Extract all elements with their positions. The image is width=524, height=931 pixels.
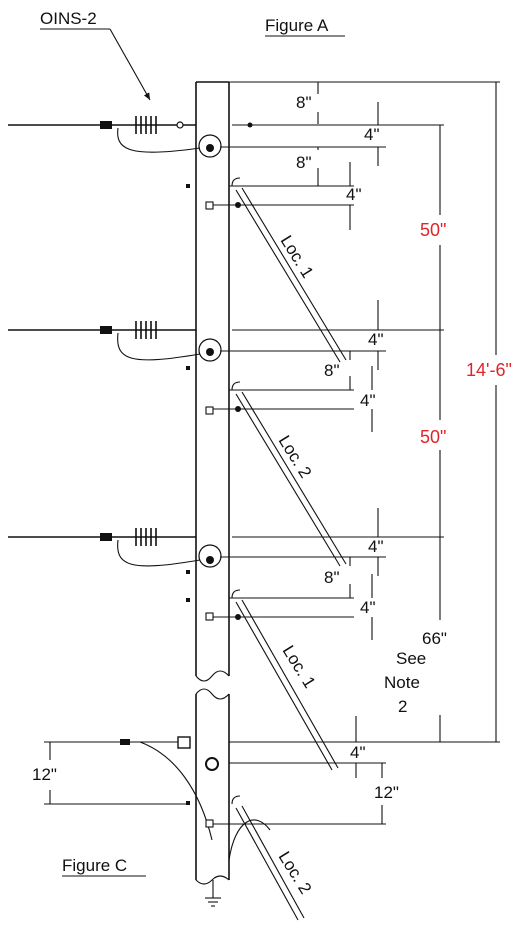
- svg-text:50": 50": [420, 427, 446, 447]
- dimension-4-top: 4": [364, 102, 380, 166]
- dimension-4-mid2: 4": [368, 508, 384, 576]
- conductor-assembly-1: [8, 116, 444, 210]
- clamp-circle-icon: [198, 544, 222, 568]
- clamp-circle-icon: [198, 338, 222, 362]
- svg-text:8": 8": [324, 568, 340, 587]
- svg-text:12": 12": [32, 765, 57, 784]
- dimension-8-mid2: 8": [324, 557, 351, 598]
- ground-symbol-icon: [205, 880, 221, 907]
- svg-text:2: 2: [398, 697, 407, 716]
- svg-text:66": 66": [422, 629, 447, 648]
- suspension-insulator-icon: [135, 528, 157, 546]
- dimension-50-lower: 50": [420, 330, 446, 537]
- dimension-4-mid1: 4": [368, 300, 384, 370]
- dimension-8-mid1: 8": [324, 351, 351, 390]
- svg-text:Note: Note: [384, 673, 420, 692]
- svg-text:4": 4": [368, 330, 384, 349]
- dimension-8-top: 8": [296, 82, 319, 124]
- dimension-12-left: 12": [32, 742, 57, 804]
- utility-pole: [195, 81, 230, 885]
- loc-1-lower-label: Loc. 1: [279, 642, 320, 691]
- figure-c-assembly: [44, 736, 386, 921]
- dimension-14-6: 14'-6": [466, 82, 512, 742]
- oins-2-label: OINS-2: [40, 9, 97, 28]
- loc-1-upper-label: Loc. 1: [277, 232, 318, 281]
- svg-text:12": 12": [374, 783, 399, 802]
- brace-loc-1-upper: [231, 177, 347, 363]
- svg-text:4": 4": [346, 185, 362, 204]
- conductor-assembly-2: [8, 321, 444, 415]
- svg-text:8": 8": [296, 93, 312, 112]
- svg-text:4": 4": [364, 125, 380, 144]
- dimension-4-second: 4": [346, 162, 362, 230]
- svg-text:8": 8": [296, 153, 312, 172]
- dimension-66: 66" See Note 2: [384, 537, 447, 742]
- svg-text:8": 8": [324, 361, 340, 380]
- dimension-4-mid1b: 4": [360, 366, 376, 432]
- svg-text:See: See: [396, 649, 426, 668]
- figure-a-title: Figure A: [265, 16, 329, 35]
- dimension-4-mid2b: 4": [360, 574, 376, 640]
- brace-loc-2-mid: [231, 381, 347, 567]
- svg-text:4": 4": [360, 598, 376, 617]
- svg-text:4": 4": [368, 537, 384, 556]
- svg-text:4": 4": [350, 743, 366, 762]
- clamp-circle-icon: [198, 134, 222, 158]
- svg-text:50": 50": [420, 220, 446, 240]
- loc-2-bottom-label: Loc. 2: [275, 848, 316, 897]
- dimension-12-right: 12": [374, 763, 399, 824]
- figure-c-title: Figure C: [62, 856, 127, 875]
- dimension-4-bottom: 4": [350, 716, 366, 778]
- svg-text:14'-6": 14'-6": [466, 360, 512, 380]
- dimension-8-second: 8": [296, 147, 319, 186]
- suspension-insulator-icon: [135, 321, 157, 339]
- oins-2-leader-arrow: [109, 28, 151, 101]
- svg-text:4": 4": [360, 391, 376, 410]
- dimension-50-upper: 50": [420, 125, 446, 330]
- suspension-insulator-icon: [135, 116, 157, 134]
